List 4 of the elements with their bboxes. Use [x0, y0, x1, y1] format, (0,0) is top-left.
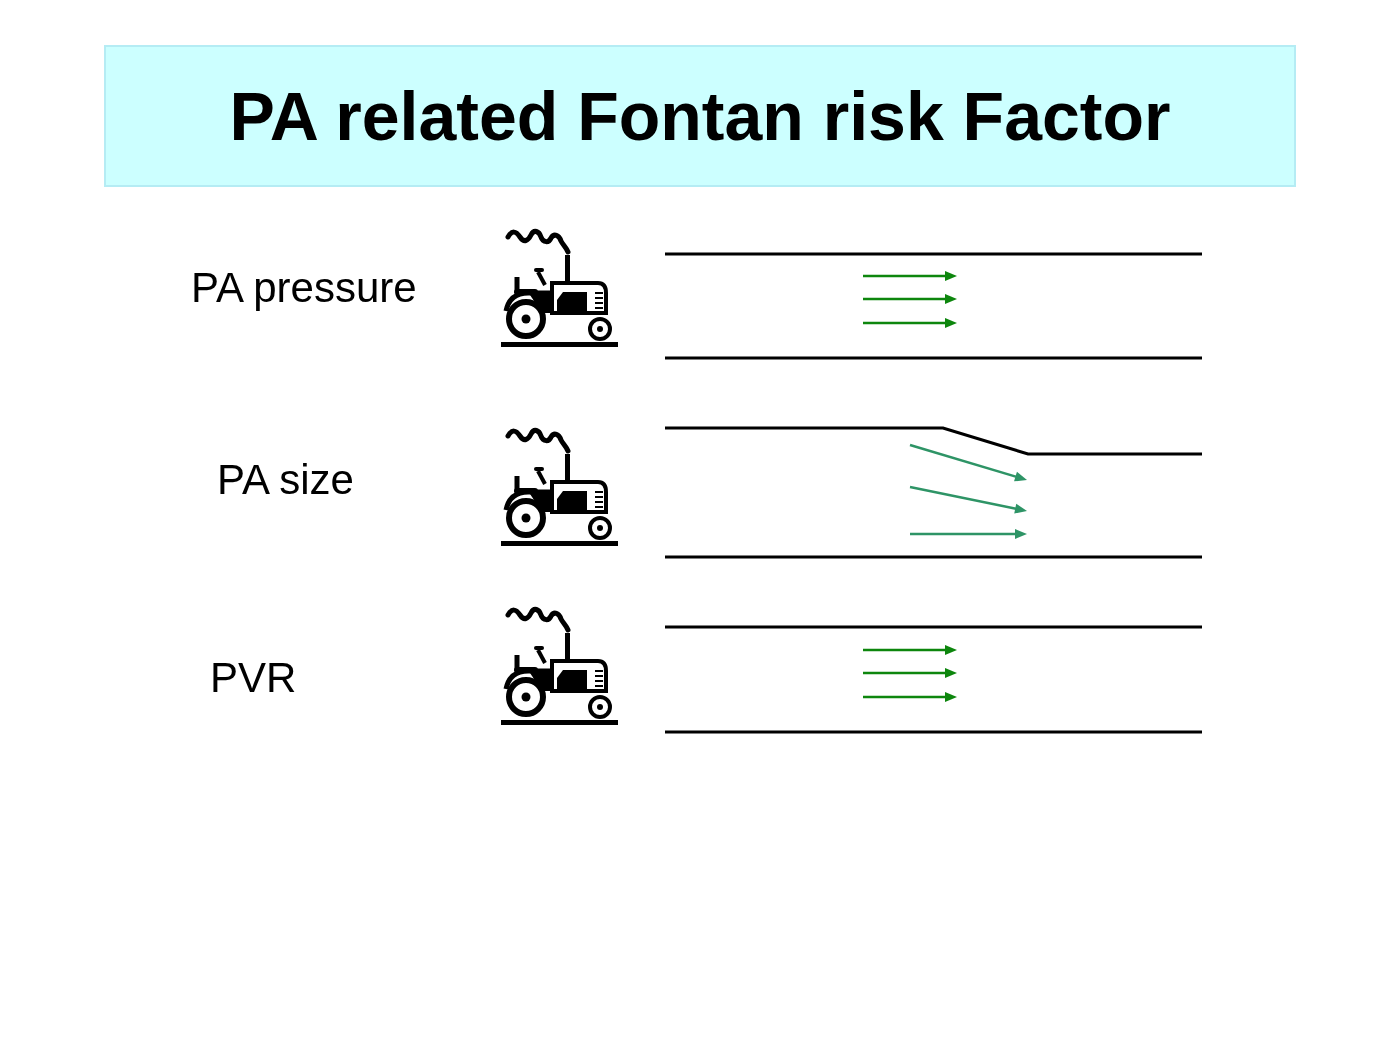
row-label: PVR [210, 657, 297, 699]
row-label: PA pressure [191, 267, 417, 309]
title: PA related Fontan risk Factor [229, 82, 1171, 150]
row-label: PA size [217, 459, 354, 501]
